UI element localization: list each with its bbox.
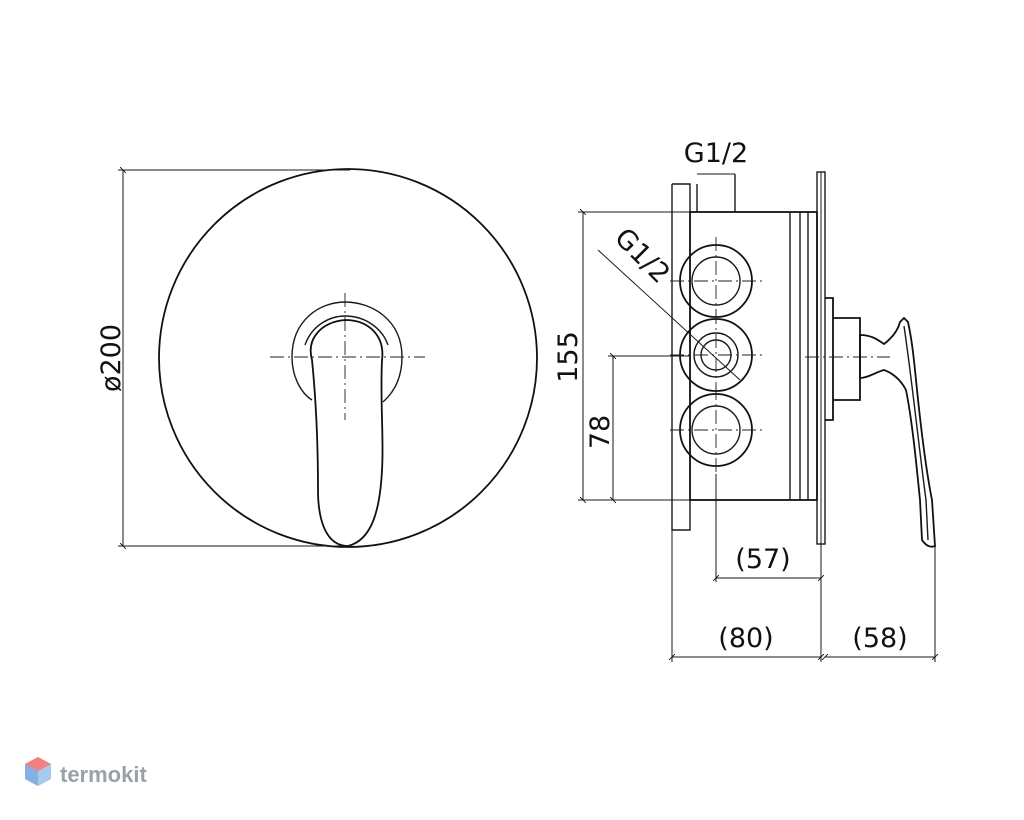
watermark-brand: termokit [60,762,147,787]
dim-80-label: (80) [718,623,773,654]
dim-155-label: 155 [553,331,584,383]
port-lower [670,386,762,474]
valve-body [689,211,818,501]
termokit-logo-icon [25,757,51,786]
dim-thread-top-label: G1/2 [684,138,748,169]
dim-57-label: (57) [735,544,790,575]
lever-handle [309,319,384,547]
dim-78-label: 78 [585,415,616,449]
handle-base-left [291,356,313,401]
dim-thread-diag-leader [597,249,741,381]
handle-base-inner [304,315,389,346]
handle-base [291,301,403,403]
handle-side-profile [805,297,936,548]
port-middle [670,310,762,400]
mounting-flange-left [671,183,691,531]
dim-thread-diag-label: G1/2 [608,222,675,289]
dim-58-label: (58) [852,623,907,654]
front-view: ø200 [96,168,538,548]
dim-diameter-label: ø200 [96,324,127,392]
side-view: G1/2 G1/2 155 [553,138,935,662]
cover-plate-outline [158,168,538,548]
watermark: termokit [25,757,147,787]
